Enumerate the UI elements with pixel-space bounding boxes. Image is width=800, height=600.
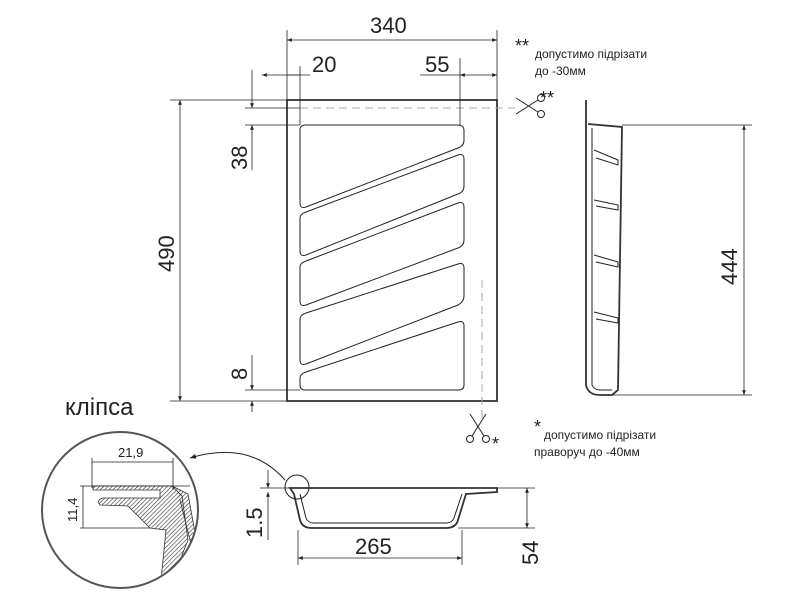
detail-arrow: [189, 451, 286, 481]
detail-marker: [284, 474, 310, 500]
dimensions-top: 340 20 55 490 38 8: [154, 13, 498, 412]
pocket-3: [299, 202, 465, 306]
note-top-line2: до -30мм: [535, 64, 586, 78]
svg-text:**: **: [540, 88, 554, 108]
dim-bottom-offset: 8: [227, 368, 252, 380]
svg-text:**: **: [515, 36, 529, 56]
dim-height: 54: [518, 541, 543, 565]
trim-note-top: ** допустимо підрізати до -30мм **: [515, 36, 647, 118]
scissors-icon: [466, 413, 490, 443]
svg-text:*: *: [492, 434, 499, 454]
svg-text:*: *: [534, 417, 541, 437]
detail-label: клiпса: [65, 394, 134, 421]
dim-top-offset: 38: [227, 146, 252, 170]
pocket-4: [299, 263, 465, 365]
dim-clip-width: 21,9: [118, 445, 143, 460]
dim-bottom-width: 265: [355, 534, 392, 559]
dim-left-edge: 20: [312, 52, 336, 77]
top-view: [286, 99, 515, 420]
dim-width: 340: [370, 13, 407, 38]
clip-detail: клiпса 21,9 11,4: [41, 394, 199, 589]
note-right-line1: допустимо підрізати: [544, 428, 656, 442]
tray-outline: [286, 99, 498, 402]
trim-note-right: * * допустимо підрізати праворуч до -40м…: [466, 413, 656, 459]
side-view: 444: [585, 100, 752, 396]
dim-rim: 1.5: [242, 507, 267, 538]
pocket-1: [299, 124, 465, 208]
front-view: 1.5 265 54: [189, 451, 543, 565]
pocket-2: [299, 154, 465, 256]
note-right-line2: праворуч до -40мм: [534, 445, 640, 459]
dim-depth: 490: [154, 235, 179, 272]
dim-right-edge: 55: [425, 52, 449, 77]
note-top-line1: допустимо підрізати: [535, 47, 647, 61]
dim-side-length: 444: [717, 248, 742, 285]
pocket-5: [299, 321, 465, 391]
scissors-icon: [515, 94, 545, 118]
dim-clip-height: 11,4: [65, 498, 80, 522]
